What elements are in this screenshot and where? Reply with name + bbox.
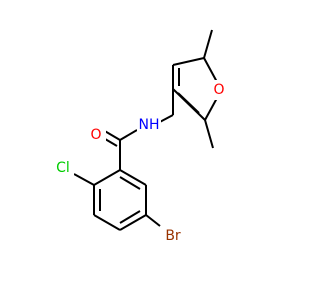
bond-carbonyl-nitrogen (119, 129, 138, 141)
bond-c2-chlorine (73, 173, 95, 186)
furan-oxygen-atom: O (210, 80, 226, 100)
bond-furan-c4-c5 (172, 57, 205, 66)
bromine-atom: Br (160, 226, 186, 246)
chlorine-atom: Cl (52, 158, 74, 178)
bond-furan-c2-c3-inner (177, 92, 200, 114)
bond-ring-c6-c1 (119, 169, 147, 186)
amide-nitrogen-label: NH (139, 117, 160, 133)
carbonyl-oxygen-label: O (90, 127, 101, 143)
structure-svg: O NH O Cl Br (52, 29, 226, 246)
amide-nitrogen-atom: NH (137, 116, 161, 136)
bond-ring-c6-c1-inner (119, 176, 141, 190)
chlorine-label: Cl (56, 160, 70, 176)
bond-furan-c5-o (203, 57, 218, 83)
bond-furan-o-c2 (204, 97, 218, 121)
furan-oxygen-label: O (213, 82, 224, 98)
atom-label-layer: O NH O Cl Br (52, 80, 226, 246)
bond-methyl-top (203, 29, 213, 59)
bond-ring-c3-c4 (93, 214, 121, 231)
carbonyl-oxygen-atom: O (88, 125, 106, 145)
bond-c5-bromine (145, 214, 161, 227)
bond-ring-c4-c5 (119, 214, 147, 231)
molecule-diagram: O NH O Cl Br (52, 29, 226, 246)
bond-ring-c1-c2 (93, 169, 121, 186)
bromine-label: Br (165, 228, 181, 244)
bond-methyl-bottom (204, 119, 214, 149)
bond-ring-c4-c5-inner (119, 210, 141, 224)
